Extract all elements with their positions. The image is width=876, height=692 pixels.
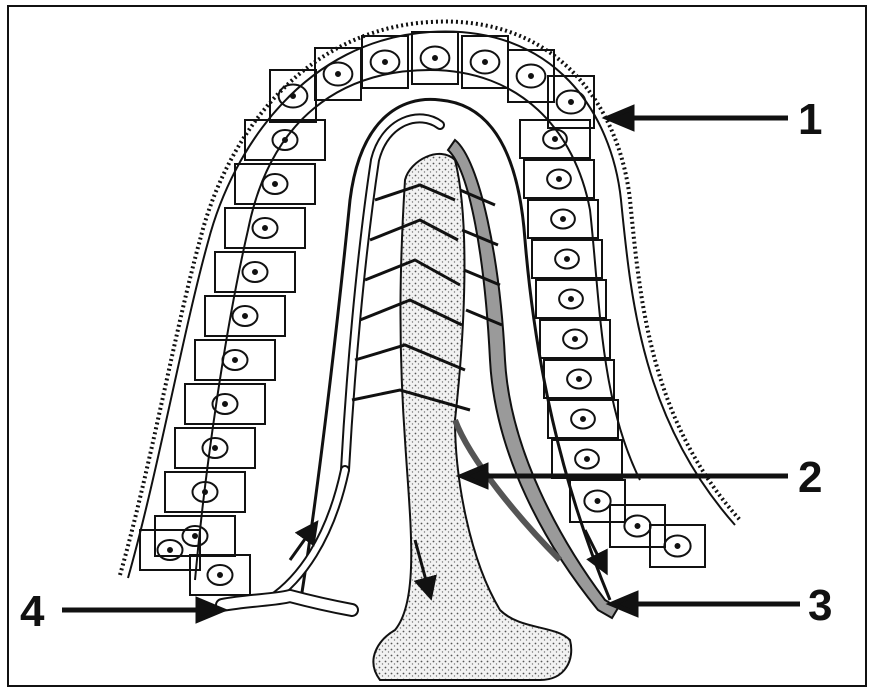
nucleolus xyxy=(577,377,581,381)
nucleolus xyxy=(283,138,287,142)
nucleolus xyxy=(676,544,680,548)
nucleolus xyxy=(253,270,257,274)
nucleolus xyxy=(483,60,487,64)
nucleolus xyxy=(263,226,267,230)
nucleolus xyxy=(213,446,217,450)
nucleolus xyxy=(273,182,277,186)
label-1: 1 xyxy=(798,95,822,144)
nucleolus xyxy=(585,457,589,461)
nucleolus xyxy=(529,74,533,78)
nucleolus xyxy=(557,177,561,181)
nucleolus xyxy=(218,573,222,577)
nucleolus xyxy=(291,94,295,98)
nucleolus xyxy=(433,56,437,60)
label-4: 4 xyxy=(20,587,45,636)
nucleolus xyxy=(243,314,247,318)
nucleolus xyxy=(168,548,172,552)
nucleolus xyxy=(636,524,640,528)
nucleolus xyxy=(233,358,237,362)
nucleolus xyxy=(565,257,569,261)
label-2: 2 xyxy=(798,453,822,502)
nucleolus xyxy=(383,60,387,64)
nucleolus xyxy=(569,297,573,301)
nucleolus xyxy=(553,137,557,141)
nucleolus xyxy=(336,72,340,76)
label-3: 3 xyxy=(808,581,832,630)
nucleolus xyxy=(203,490,207,494)
nucleolus xyxy=(569,100,573,104)
nucleolus xyxy=(573,337,577,341)
nucleolus xyxy=(581,417,585,421)
nucleolus xyxy=(561,217,565,221)
arteriole-base xyxy=(222,596,352,610)
nucleolus xyxy=(193,534,197,538)
nucleolus xyxy=(596,499,600,503)
nucleolus xyxy=(223,402,227,406)
